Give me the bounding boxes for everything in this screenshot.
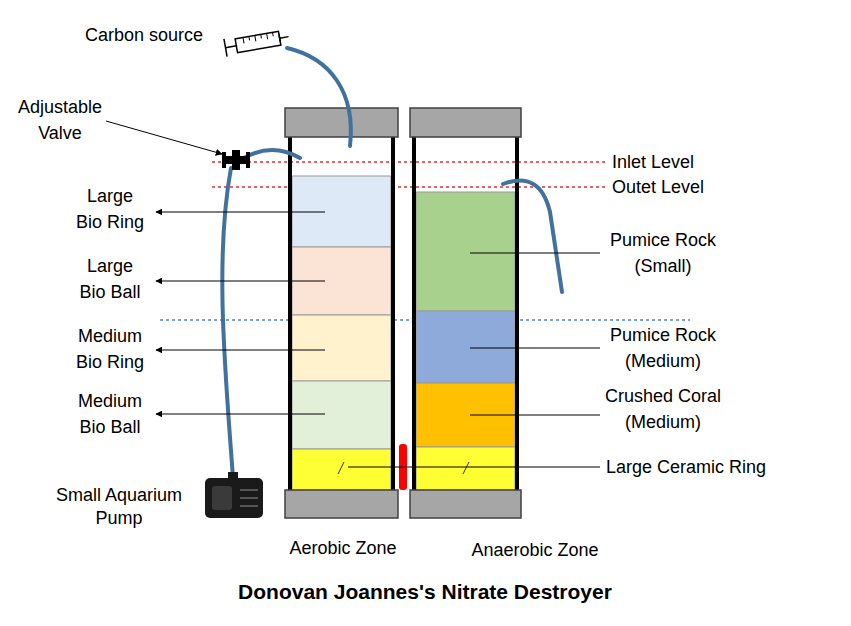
water-tube bbox=[503, 181, 562, 293]
valve-symbol bbox=[222, 150, 250, 170]
column-wall bbox=[515, 137, 519, 490]
pump-symbol bbox=[240, 505, 258, 507]
pump-symbol bbox=[240, 489, 258, 491]
media-layer bbox=[416, 192, 515, 311]
ring-mark bbox=[463, 462, 469, 474]
media-label: Pumice Rock (Small) bbox=[600, 227, 726, 279]
water-tube bbox=[287, 48, 351, 146]
part-label: Carbon source bbox=[85, 22, 203, 48]
level-line bbox=[212, 161, 606, 162]
syringe-symbol bbox=[226, 46, 237, 48]
pump-symbol bbox=[212, 486, 232, 510]
leader-line bbox=[470, 253, 600, 254]
diagram-title: Donovan Joannes's Nitrate Destroyer bbox=[125, 578, 725, 606]
syringe-symbol bbox=[280, 37, 289, 39]
column-wall bbox=[412, 137, 416, 490]
water-tube bbox=[244, 150, 300, 158]
syringe-symbol bbox=[224, 39, 227, 57]
media-label: Pumice Rock (Medium) bbox=[600, 322, 726, 374]
media-label: Large Bio Ring bbox=[73, 183, 147, 235]
part-label: Adjustable Valve bbox=[12, 94, 108, 146]
media-layer bbox=[292, 449, 391, 490]
leader-line bbox=[106, 121, 600, 467]
media-label: Large Bio Ball bbox=[73, 253, 147, 305]
leader-line bbox=[470, 415, 600, 416]
syringe-symbol bbox=[243, 32, 274, 43]
pump-symbol bbox=[228, 472, 238, 480]
leader-line bbox=[156, 414, 325, 415]
column-wall bbox=[288, 137, 292, 490]
column-cap bbox=[410, 490, 521, 518]
media-layer bbox=[292, 176, 515, 490]
valve-symbol bbox=[232, 150, 240, 170]
media-layer bbox=[292, 315, 391, 381]
syringe-symbol bbox=[267, 33, 268, 39]
column-cap bbox=[410, 108, 521, 137]
media-layer bbox=[416, 447, 515, 490]
media-label: Crushed Coral (Medium) bbox=[598, 383, 728, 435]
column-wall bbox=[290, 137, 517, 490]
syringe-symbol bbox=[248, 36, 250, 40]
column-cap bbox=[285, 490, 398, 518]
ring-mark bbox=[338, 462, 344, 474]
leader-line bbox=[348, 467, 600, 468]
pump-symbol bbox=[205, 472, 263, 518]
leader-line bbox=[156, 281, 325, 282]
column-wall bbox=[391, 137, 395, 490]
pump-symbol bbox=[240, 497, 258, 499]
leader-line bbox=[106, 121, 222, 154]
leader-line bbox=[156, 350, 325, 351]
column-cap bbox=[285, 108, 521, 518]
media-label: Large Ceramic Ring bbox=[606, 454, 766, 480]
zone-label: Aerobic Zone bbox=[268, 535, 418, 561]
media-label: Medium Bio Ring bbox=[73, 323, 147, 375]
leader-line bbox=[156, 212, 325, 213]
syringe-symbol bbox=[272, 32, 274, 36]
syringe-symbol bbox=[260, 34, 262, 38]
column-cap bbox=[285, 108, 398, 137]
level-line bbox=[212, 186, 606, 187]
part-label: Small Aquarium Pump bbox=[47, 484, 191, 530]
valve-symbol bbox=[222, 152, 226, 168]
level-label: Inlet Level bbox=[612, 149, 694, 175]
syringe-symbol bbox=[243, 38, 244, 44]
media-layer bbox=[292, 381, 391, 449]
media-layer bbox=[416, 311, 515, 383]
level-label: Outet Level bbox=[612, 174, 704, 200]
water-tube bbox=[222, 168, 233, 478]
syringe-symbol bbox=[224, 28, 290, 57]
valve-symbol bbox=[246, 152, 250, 168]
syringe-symbol bbox=[235, 31, 281, 52]
syringe-symbol bbox=[255, 35, 256, 41]
media-label: Medium Bio Ball bbox=[73, 388, 147, 440]
zone-label: Anaerobic Zone bbox=[455, 537, 615, 563]
pump-symbol bbox=[205, 478, 263, 518]
leader-line bbox=[470, 348, 600, 349]
